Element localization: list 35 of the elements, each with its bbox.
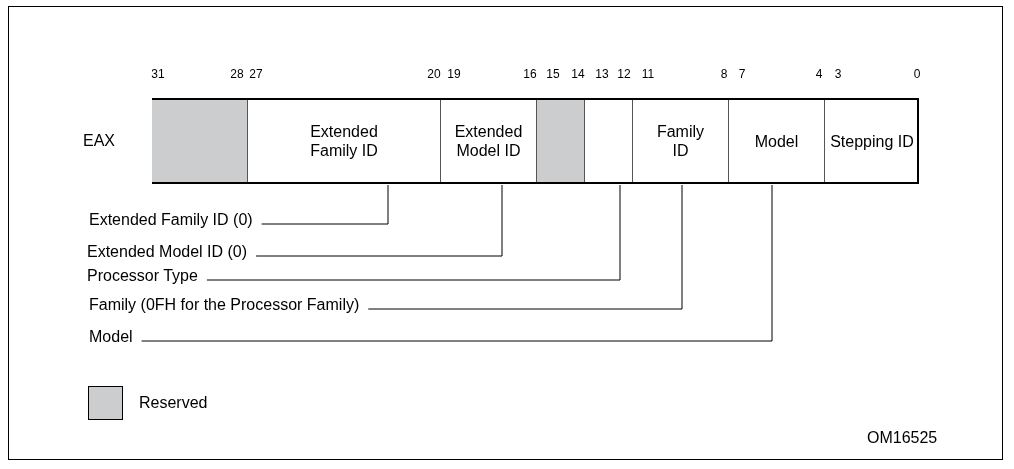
figure-id: OM16525 [867, 429, 938, 447]
bit-field: Family ID [633, 100, 729, 182]
bit-number: 11 [641, 67, 655, 81]
bit-number: 8 [720, 67, 728, 81]
bit-field [152, 100, 248, 182]
bit-number: 19 [447, 67, 461, 81]
leader-line [141, 184, 773, 342]
bit-number: 4 [815, 67, 823, 81]
bit-number: 12 [617, 67, 631, 81]
bit-number: 7 [738, 67, 746, 81]
bit-number: 16 [523, 67, 537, 81]
bit-number: 28 [230, 67, 244, 81]
bit-number: 3 [834, 67, 842, 81]
field-description: Extended Family ID (0) [89, 211, 253, 229]
field-description: Family (0FH for the Processor Family) [89, 296, 360, 314]
bit-field [537, 100, 585, 182]
leader-line [367, 184, 683, 310]
leader-line [206, 184, 621, 281]
bit-field: Extended Family ID [248, 100, 441, 182]
leader-line [255, 184, 503, 257]
bit-number: 20 [427, 67, 441, 81]
bit-field: Stepping ID [825, 100, 919, 182]
bit-number: 13 [595, 67, 609, 81]
field-description: Model [89, 328, 133, 346]
bit-number: 15 [546, 67, 560, 81]
field-description: Extended Model ID (0) [87, 243, 248, 261]
bit-field: Model [729, 100, 825, 182]
bit-number: 31 [151, 67, 165, 81]
bit-number: 27 [249, 67, 263, 81]
register-name: EAX [83, 132, 115, 150]
field-description: Processor Type [87, 267, 198, 285]
legend-label: Reserved [139, 394, 208, 412]
bit-number: 0 [913, 67, 921, 81]
leader-line [261, 184, 389, 225]
bit-number: 14 [571, 67, 585, 81]
